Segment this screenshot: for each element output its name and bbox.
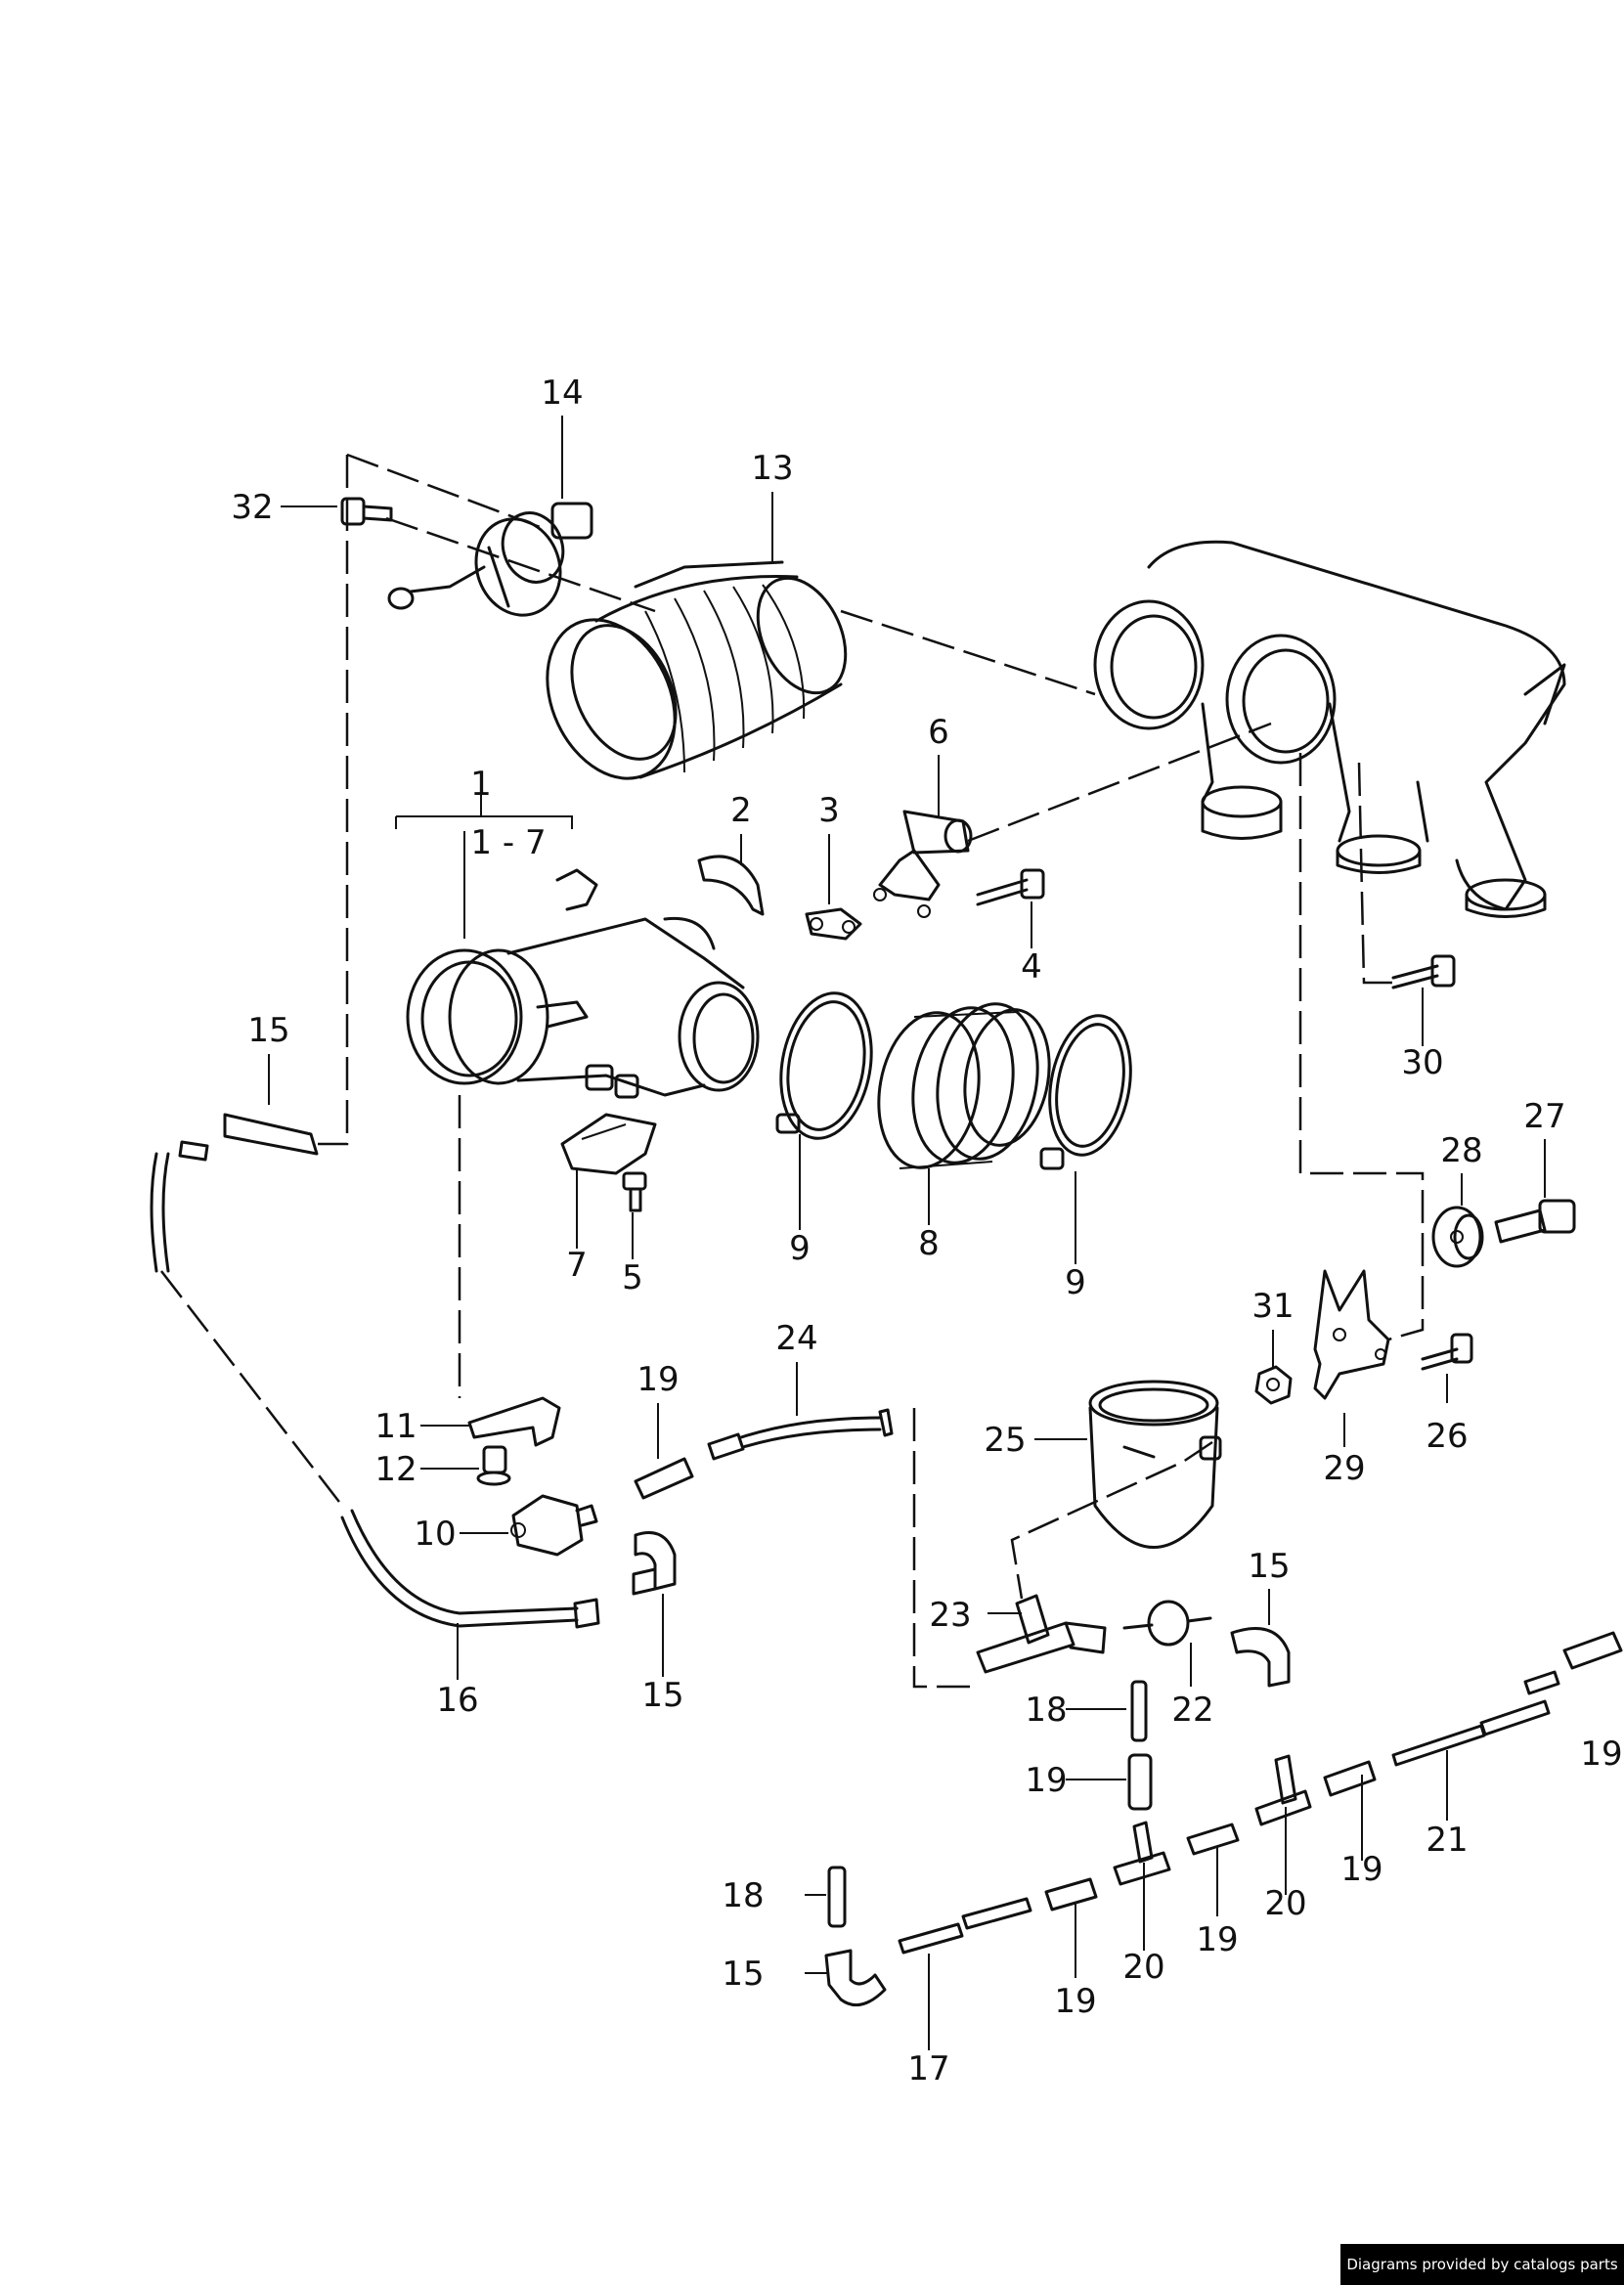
lower-tube-network	[898, 1631, 1623, 1955]
part-18-tube-mid	[1130, 1680, 1148, 1742]
callout-11: 11	[374, 1407, 417, 1446]
part-30-bolt	[1391, 954, 1456, 989]
part-6-valve	[873, 810, 973, 918]
callout-6: 6	[928, 713, 949, 752]
part-12-bolt	[476, 1445, 511, 1486]
part-25-reservoir	[1088, 1380, 1222, 1549]
part-15-elbow-right	[1230, 1627, 1291, 1688]
callout-28: 28	[1440, 1131, 1482, 1170]
callout-26: 26	[1426, 1417, 1468, 1456]
callout-17: 17	[907, 2049, 949, 2088]
callout-9-right: 9	[1065, 1263, 1086, 1302]
part-15-elbow-lower	[824, 1949, 887, 2007]
callout-5: 5	[622, 1258, 643, 1297]
credit-footer: Diagrams provided by catalogs parts	[1340, 2244, 1624, 2285]
callout-19-far-right: 19	[1580, 1735, 1622, 1774]
callout-27: 27	[1523, 1097, 1565, 1136]
part-14-actuator	[387, 502, 593, 617]
callout-32: 32	[231, 488, 273, 527]
part-23-tee	[976, 1594, 1107, 1674]
callout-3: 3	[818, 791, 840, 830]
callout-25: 25	[984, 1421, 1026, 1460]
callout-10: 10	[414, 1515, 456, 1554]
callout-18-mid: 18	[1025, 1691, 1067, 1730]
part-24-hose	[707, 1408, 894, 1461]
callout-20-mid: 20	[1122, 1948, 1164, 1987]
part-19-hose-upper	[634, 1457, 694, 1500]
callout-4: 4	[1021, 947, 1042, 987]
part-28-grommet	[1431, 1206, 1484, 1268]
callout-19-upper: 19	[636, 1360, 679, 1399]
callout-19-right: 19	[1340, 1850, 1383, 1889]
assembly-lines	[160, 453, 1425, 1689]
callout-23: 23	[929, 1596, 971, 1635]
callout-15-left: 15	[247, 1011, 289, 1050]
part-32-bolt	[340, 497, 393, 526]
callout-21: 21	[1426, 1821, 1468, 1860]
callout-31: 31	[1251, 1287, 1294, 1326]
callout-24: 24	[775, 1319, 817, 1358]
part-3-gasket	[805, 907, 862, 941]
callout-15-mid: 15	[641, 1676, 683, 1715]
callout-1-7: 1 - 7	[470, 823, 546, 862]
part-4-bolt	[976, 868, 1045, 906]
callout-19-lower: 19	[1054, 1982, 1096, 2021]
leader-lines	[268, 416, 1546, 2050]
part-29-bracket	[1313, 1269, 1390, 1400]
callout-13: 13	[751, 449, 793, 488]
callout-18-lower: 18	[722, 1876, 764, 1915]
part-15-hose-left	[178, 1113, 319, 1162]
part-13-bellows	[546, 560, 848, 780]
part-9-clamp-left	[775, 991, 873, 1140]
part-15-elbow-mid	[632, 1531, 677, 1596]
callout-12: 12	[374, 1450, 417, 1489]
part-9-clamp-right	[1039, 1014, 1132, 1170]
callout-20-right: 20	[1264, 1884, 1306, 1923]
callout-19-mid: 19	[1025, 1761, 1067, 1800]
callout-19-mid-right: 19	[1196, 1920, 1238, 1959]
callout-1: 1	[470, 765, 492, 804]
part-2-clip	[697, 855, 765, 916]
part-31-nut	[1254, 1365, 1293, 1405]
callout-15-lower: 15	[722, 1955, 764, 1994]
intake-manifold	[1093, 540, 1566, 918]
part-19-hose-mid	[1127, 1753, 1153, 1811]
part-1-throttle-body	[406, 868, 760, 1099]
callout-labels: 14 32 13 1 1 - 7 2 3 6 4 30 15 9 8 9 7 5…	[231, 374, 1622, 2088]
callout-29: 29	[1323, 1449, 1365, 1488]
part-7-bracket	[560, 1113, 657, 1175]
part-22-check-valve	[1122, 1600, 1212, 1647]
callout-30: 30	[1401, 1043, 1443, 1082]
callout-16: 16	[436, 1681, 478, 1720]
callout-14: 14	[541, 374, 583, 413]
callout-15-right: 15	[1248, 1547, 1290, 1586]
part-18-tube-lower	[827, 1866, 847, 1928]
part-16-tube	[150, 1152, 600, 1629]
callout-22: 22	[1171, 1691, 1213, 1730]
part-10-solenoid	[510, 1494, 598, 1557]
part-11-bracket	[467, 1396, 561, 1447]
callout-8: 8	[918, 1224, 940, 1263]
part-26-bolt	[1421, 1333, 1473, 1371]
part-8-bellows	[877, 1002, 1051, 1169]
callout-9-left: 9	[789, 1229, 811, 1268]
callout-7: 7	[566, 1246, 588, 1285]
part-5-screw	[622, 1171, 647, 1212]
callout-2: 2	[730, 791, 752, 830]
part-27-sensor	[1494, 1199, 1576, 1244]
